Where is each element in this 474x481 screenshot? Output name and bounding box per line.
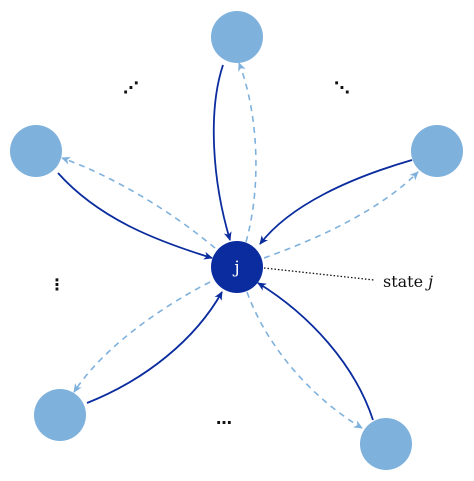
edge-j-to-top <box>238 62 257 243</box>
node-bottom-left <box>34 389 86 441</box>
state-label-prefix: state <box>383 272 423 291</box>
edge-j-to-right <box>263 171 419 259</box>
ellipsis-bottom: … <box>216 409 232 428</box>
center-node-label: j <box>232 258 239 278</box>
edge-bottom-right-to-j <box>257 282 374 421</box>
edge-j-to-left <box>61 156 216 249</box>
node-bottom-right <box>360 418 412 470</box>
ellipsis-left: ⋮ <box>49 275 65 294</box>
node-top <box>211 11 263 63</box>
edge-right-to-j <box>259 159 413 245</box>
edge-j-to-bottom-left <box>73 281 211 393</box>
outer-nodes <box>10 11 463 470</box>
state-label: state j <box>383 272 433 291</box>
ellipsis-top-right: ⋱ <box>334 78 350 97</box>
incoming-edges <box>57 64 413 421</box>
node-left <box>10 125 62 177</box>
edge-j-to-bottom-right <box>246 291 363 429</box>
node-center-j <box>211 241 263 293</box>
edge-left-to-j <box>57 172 213 260</box>
state-label-symbol: j <box>425 272 433 291</box>
ellipsis-top-left: ⋰ <box>123 78 139 97</box>
edge-top-to-j <box>212 64 232 241</box>
state-label-leader <box>263 267 375 281</box>
node-right <box>411 125 463 177</box>
outgoing-edges <box>61 62 419 429</box>
edge-bottom-left-to-j <box>86 291 223 404</box>
